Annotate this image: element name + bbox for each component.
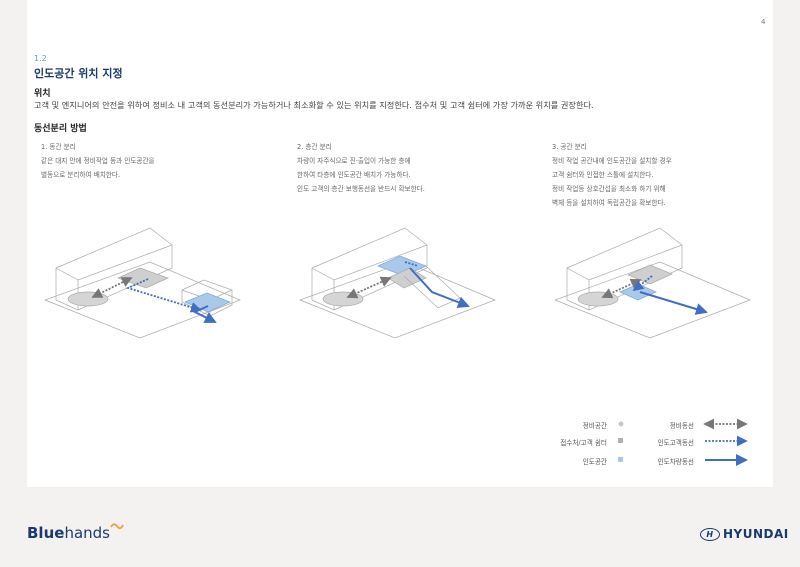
diagram-space-separation <box>554 227 751 339</box>
method-line: 벽체 등을 설치하여 독립공간을 확보한다. <box>552 199 666 207</box>
legend-label: 정비동선 <box>669 422 694 430</box>
method-line: 차량이 자주식으로 진·출입이 가능한 층에 <box>297 157 411 165</box>
page-number: 4 <box>761 18 766 26</box>
method-title: 2. 층간 분리 <box>297 143 332 151</box>
bluehands-logo: Bluehands <box>27 523 124 542</box>
method-line: 한하여 타층에 인도공간 배치가 가능하다. <box>297 171 411 179</box>
method-2: 2. 층간 분리 차량이 자주식으로 진·출입이 가능한 층에 한하여 타층에 … <box>297 140 425 196</box>
location-text: 고객 및 엔지니어의 안전을 위하여 정비소 내 고객의 동선분리가 가능하거나… <box>34 100 594 110</box>
legend-label: 인도고객동선 <box>657 439 694 447</box>
method-title: 1. 동간 분리 <box>41 143 76 151</box>
method-line: 인도 고객의 층간 보행동선을 반드시 확보한다. <box>297 185 425 193</box>
method-3: 3. 공간 분리 정비 작업 공간내에 인도공간을 설치할 경우 고객 쉼터와 … <box>552 140 672 210</box>
legend-label: 정비공간 <box>582 422 607 430</box>
method-line: 정비 작업 공간내에 인도공간을 설치할 경우 <box>552 157 672 165</box>
method-line: 같은 대지 안에 정비작업 동과 인도공간을 <box>41 157 155 165</box>
section-number: 1.2 <box>34 54 47 63</box>
legend-label: 인도차량동선 <box>657 458 694 466</box>
hyundai-emblem-icon: H <box>700 528 720 541</box>
wave-icon <box>110 523 124 530</box>
method-line: 별동으로 분리하여 배치한다. <box>41 171 121 179</box>
page-card <box>27 0 773 487</box>
method-1: 1. 동간 분리 같은 대지 안에 정비작업 동과 인도공간을 별동으로 분리하… <box>41 140 155 182</box>
method-line: 고객 쉼터와 인접한 스톨에 설치한다. <box>552 171 654 179</box>
location-heading: 위치 <box>34 89 51 99</box>
legend-marks <box>618 418 748 466</box>
legend-label: 접수처/고객 쉼터 <box>560 439 607 447</box>
legend-swatch-delivery-area <box>618 457 623 462</box>
methods-heading: 동선분리 방법 <box>34 124 87 134</box>
legend-swatch-work-area <box>618 421 624 427</box>
method-line: 정비 작업등 상호간섭을 최소화 하기 위해 <box>552 185 666 193</box>
legend-swatch-lounge <box>618 438 623 443</box>
page-title: 인도공간 위치 지정 <box>34 67 123 80</box>
method-title: 3. 공간 분리 <box>552 143 587 151</box>
diagram-building-separation <box>44 227 241 339</box>
diagram-floor-separation <box>299 227 496 339</box>
legend-label: 인도공간 <box>582 458 607 466</box>
